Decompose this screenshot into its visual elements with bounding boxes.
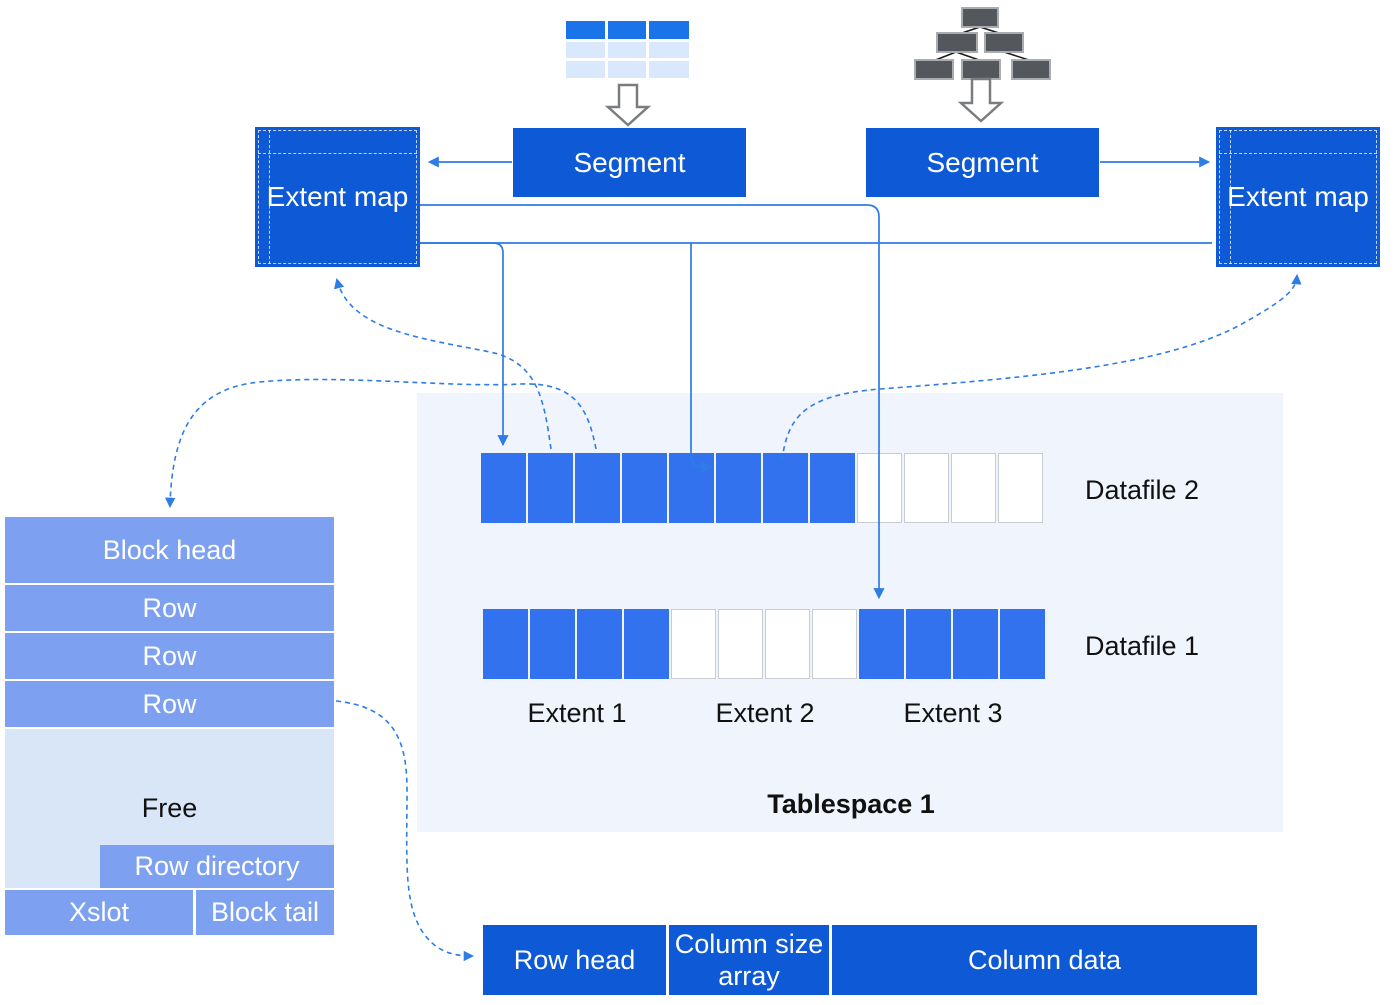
block-row: Row [5,633,334,679]
xslot: Xslot [5,890,193,935]
column-data: Column data [832,925,1257,995]
dashed-guide [258,153,417,154]
free-label: Free [141,793,198,823]
extent-map-right: Extent map [1216,127,1380,267]
row-directory-label: Row directory [134,851,300,881]
block-cell-filled [859,609,904,679]
block-cell-empty [951,453,996,523]
extent-2-label: Extent 2 [715,698,815,728]
row-head: Row head [483,925,666,995]
extent-map-label: Extent map [1227,181,1369,212]
block-row-label: Row [142,640,197,671]
block-cell-filled [483,609,528,679]
block-cell-filled [953,609,998,679]
block-cell-empty [998,453,1043,523]
extent-map-label: Extent map [266,181,409,212]
block-cell-empty [812,609,857,679]
block-cell-empty [765,609,810,679]
block-cell-filled [481,453,526,523]
column-size-array: Column size array [669,925,829,995]
block-cell-filled [906,609,951,679]
column-size-array-label: Column size array [674,928,824,991]
segment-box-right: Segment [866,128,1099,197]
dashed-guide [1230,130,1231,264]
block-cell-filled [669,453,714,523]
block-cell-filled [575,453,620,523]
down-arrow-icon [604,83,652,127]
segment-label: Segment [573,146,686,178]
block-tail: Block tail [196,890,334,935]
block-cell-filled [530,609,575,679]
datafile-2-row [481,453,1043,523]
xslot-label: Xslot [68,897,130,927]
block-cell-empty [904,453,949,523]
block-row-label: Row [142,688,197,719]
block-tail-label: Block tail [210,897,320,927]
block-cell-empty [718,609,763,679]
block-cell-filled [622,453,667,523]
datafile-2-label: Datafile 2 [1085,475,1200,505]
index-tree-icon [914,7,1051,80]
segment-label: Segment [926,146,1039,178]
extent-3-label: Extent 3 [903,698,1003,728]
dashed-guide [269,130,270,264]
block-cell-filled [810,453,855,523]
row-directory: Row directory [100,845,334,888]
extent-map-left: Extent map [255,127,420,267]
block-row: Row [5,585,334,631]
block-cell-filled [716,453,761,523]
block-cell-filled [624,609,669,679]
datafile-1-row [483,609,1045,679]
block-head-label: Block head [102,534,237,565]
column-data-label: Column data [967,944,1122,975]
block-cell-filled [763,453,808,523]
dashed-guide [1219,153,1377,154]
segment-box-left: Segment [513,128,746,197]
block-head: Block head [5,517,334,583]
row-head-label: Row head [513,944,636,975]
block-cell-empty [671,609,716,679]
block-row: Row [5,681,334,727]
table-icon [566,21,689,78]
datafile-1-label: Datafile 1 [1085,631,1200,661]
block-cell-filled [577,609,622,679]
down-arrow-icon [957,77,1005,123]
block-cell-filled [1000,609,1045,679]
tablespace-title: Tablespace 1 [767,789,935,819]
block-cell-filled [528,453,573,523]
extent-1-label: Extent 1 [527,698,627,728]
block-row-label: Row [142,592,197,623]
block-cell-empty [857,453,902,523]
